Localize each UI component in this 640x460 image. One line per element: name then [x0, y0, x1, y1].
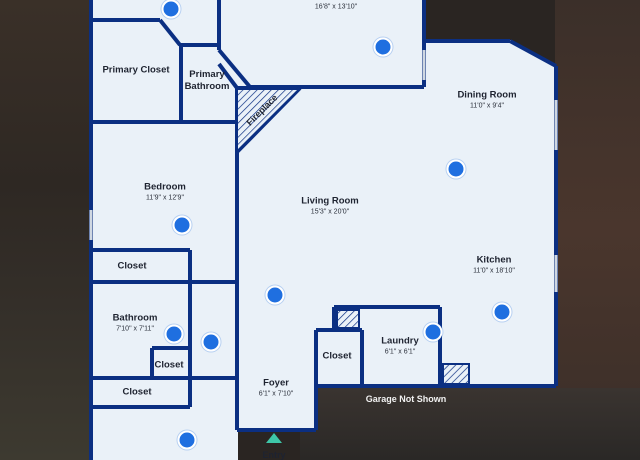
primary-bathroom-name: Primary Bathroom	[184, 69, 230, 92]
foyer-label: Foyer 6'1" x 7'10"	[259, 378, 294, 399]
floor-left-wing	[90, 0, 238, 460]
hotspot-hallway[interactable]	[201, 332, 221, 352]
kitchen-name: Kitchen	[476, 254, 512, 266]
closet-1-label: Closet	[117, 260, 147, 272]
bedroom-dims: 11'9" x 12'9"	[146, 194, 184, 202]
hotspot-bathroom[interactable]	[164, 324, 184, 344]
floor-top-room	[218, 0, 424, 88]
bedroom-name: Bedroom	[144, 181, 186, 193]
dining-room-name: Dining Room	[457, 89, 517, 101]
hotspot-bottom-left[interactable]	[177, 430, 197, 450]
hotspot-top-room[interactable]	[373, 37, 393, 57]
living-room-label: Living Room 15'3" x 20'0"	[301, 196, 359, 217]
bathroom-label: Bathroom 7'10" x 7'11"	[113, 313, 158, 334]
floor-foyer-extension	[236, 380, 316, 430]
foyer-dims: 6'1" x 7'10"	[258, 390, 294, 398]
foyer-name: Foyer	[263, 377, 289, 389]
bathroom-name: Bathroom	[112, 312, 158, 324]
background-right	[555, 0, 640, 460]
kitchen-label: Kitchen 11'0" x 18'10"	[473, 255, 515, 276]
laundry-name: Laundry	[381, 335, 419, 347]
bathroom-dims: 7'10" x 7'11"	[116, 325, 154, 333]
hatch-box-2	[442, 363, 470, 385]
hotspot-laundry[interactable]	[423, 322, 443, 342]
primary-bathroom-label: Primary Bathroom	[177, 69, 237, 93]
dining-room-dims: 11'0" x 9'4"	[470, 102, 504, 110]
laundry-label: Laundry 6'1" x 6'1"	[381, 336, 418, 357]
hotspot-living-room[interactable]	[265, 285, 285, 305]
dining-room-label: Dining Room 11'0" x 9'4"	[457, 90, 516, 111]
closet-4-label: Closet	[122, 386, 152, 398]
primary-closet-label: Primary Closet	[102, 64, 170, 76]
living-room-dims: 15'3" x 20'0"	[310, 208, 350, 216]
living-room-name: Living Room	[301, 195, 359, 207]
hotspot-dining-room[interactable]	[446, 159, 466, 179]
hatch-box-1	[336, 309, 360, 329]
closet-2-label: Closet	[154, 359, 184, 371]
bedroom-label: Bedroom 11'9" x 12'9"	[144, 182, 186, 203]
garage-note: Garage Not Shown	[365, 394, 447, 404]
kitchen-dims: 11'0" x 18'10"	[473, 267, 515, 275]
closet-3-label: Closet	[322, 350, 352, 362]
laundry-dims: 6'1" x 6'1"	[384, 348, 416, 356]
top-room-label: 16'8" x 13'10"	[315, 3, 357, 12]
fireplace-hatch	[238, 90, 297, 149]
hotspot-kitchen[interactable]	[492, 302, 512, 322]
background-left	[0, 0, 92, 460]
background-bottom	[300, 388, 640, 460]
entry-arrow-icon	[266, 433, 282, 443]
floor-main-area	[236, 40, 556, 386]
top-room-dims: 16'8" x 13'10"	[314, 3, 358, 11]
hotspot-bedroom[interactable]	[172, 215, 192, 235]
hotspot-top-left[interactable]	[161, 0, 181, 19]
entry-label: Entry	[262, 450, 286, 460]
